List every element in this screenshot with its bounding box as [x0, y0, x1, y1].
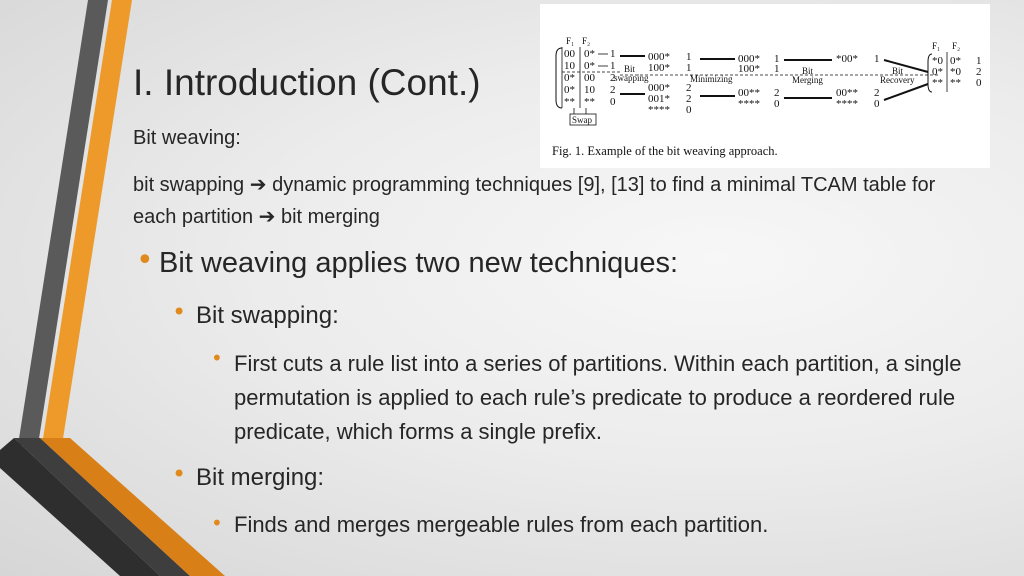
- fig-label-bit-3: Bit: [892, 66, 904, 76]
- g2-d0: 2: [686, 82, 692, 94]
- out-d-0: 1: [976, 55, 982, 67]
- in-c2-0: 0*: [584, 48, 595, 60]
- out-header-f1: F₁: [932, 41, 940, 51]
- g5-r0: *00*: [836, 53, 858, 65]
- intro-part-2: dynamic programming techniques [9], [13]…: [133, 174, 936, 228]
- in-c3-1: 1: [610, 60, 616, 72]
- g6-d0: 2: [874, 87, 880, 99]
- bullet-swapping-detail: First cuts a rule list into a series of …: [234, 351, 962, 444]
- fig-swap-label: Swap: [572, 115, 592, 125]
- out-header-f2: F₂: [952, 41, 960, 51]
- g2-r1: 001*: [648, 93, 670, 105]
- bullet-dot-icon: •: [211, 346, 223, 370]
- in-c3-4: 0: [610, 96, 616, 108]
- in-c3-0: 1: [610, 48, 616, 60]
- right-arrow-icon: ➔: [249, 172, 267, 196]
- in-c2-4: **: [584, 96, 595, 108]
- in-c2-2: 00: [584, 72, 596, 84]
- out-c2-1: *0: [950, 66, 962, 78]
- out-c1-1: 0*: [932, 66, 943, 78]
- intro-part-3: bit merging: [275, 206, 380, 228]
- out-c2-2: **: [950, 77, 961, 89]
- fig-header-f2: F₂: [582, 36, 590, 46]
- bullet-level1: Bit weaving applies two new techniques:: [159, 247, 679, 279]
- fig-label-merging: Merging: [792, 75, 823, 85]
- g1-d1: 1: [686, 62, 692, 74]
- in-c3-3: 2: [610, 84, 616, 96]
- bullet-dot-icon: •: [172, 460, 187, 488]
- in-c1-3: 0*: [564, 84, 575, 96]
- g3-r1: 100*: [738, 63, 760, 75]
- g1-d0: 1: [686, 51, 692, 63]
- g3-d1: 1: [774, 63, 780, 75]
- bullet-bit-swapping: Bit swapping:: [196, 302, 339, 329]
- out-d-1: 2: [976, 66, 982, 78]
- bullet-dot-icon: •: [136, 243, 154, 278]
- g2-r0: 000*: [648, 82, 670, 94]
- fig-header-f1: F₁: [566, 36, 574, 46]
- g6-r1: ****: [836, 98, 858, 110]
- fig-label-bit-2: Bit: [802, 66, 814, 76]
- g2-d1: 2: [686, 93, 692, 105]
- g4-r0: 00**: [738, 87, 760, 99]
- in-c3-2: 2: [610, 72, 616, 84]
- out-c1-2: **: [932, 77, 943, 89]
- g6-r0: 00**: [836, 87, 858, 99]
- bit-weaving-diagram: F₁ F₂ 00 10 0* 0* ** 0* 0* 00 10 ** 1 1 …: [555, 36, 982, 126]
- g2-r2: ****: [648, 104, 670, 116]
- out-c1-0: *0: [932, 55, 944, 67]
- g2-d2: 0: [686, 104, 692, 116]
- in-c1-2: 0*: [564, 72, 575, 84]
- out-d-2: 0: [976, 77, 982, 89]
- g3-r0: 000*: [738, 53, 760, 65]
- in-c1-0: 00: [564, 48, 576, 60]
- fig-label-minimizing: Minimizing: [690, 74, 733, 84]
- g1-r1: 100*: [648, 62, 670, 74]
- g5-d0: 1: [874, 53, 880, 65]
- bullet-bit-merging: Bit merging:: [196, 464, 325, 491]
- in-c2-1: 0*: [584, 60, 595, 72]
- slide-title: I. Introduction (Cont.): [133, 62, 481, 103]
- figure-caption: Fig. 1. Example of the bit weaving appro…: [552, 144, 778, 158]
- fig-label-recovery: Recovery: [880, 75, 915, 85]
- bullet-merging-detail: Finds and merges mergeable rules from ea…: [234, 512, 769, 537]
- g6-d1: 0: [874, 98, 880, 110]
- slide-subtitle: Bit weaving:: [133, 127, 241, 149]
- bullet-dot-icon: •: [211, 511, 223, 535]
- in-c1-4: **: [564, 96, 575, 108]
- intro-part-1: bit swapping: [133, 174, 250, 196]
- bit-weaving-figure: F₁ F₂ 00 10 0* 0* ** 0* 0* 00 10 ** 1 1 …: [540, 4, 990, 168]
- in-c2-3: 10: [584, 84, 596, 96]
- g3-d0: 1: [774, 53, 780, 65]
- g4-d1: 0: [774, 98, 780, 110]
- g1-r0: 000*: [648, 51, 670, 63]
- in-c1-1: 10: [564, 60, 576, 72]
- fig-label-bit-1: Bit: [624, 64, 636, 74]
- out-c2-0: 0*: [950, 55, 961, 67]
- fig-label-swapping: swapping: [614, 73, 649, 83]
- intro-text: bit swapping ➔ dynamic programming techn…: [133, 169, 953, 233]
- g4-d0: 2: [774, 87, 780, 99]
- bullet-dot-icon: •: [172, 298, 187, 326]
- g4-r1: ****: [738, 98, 760, 110]
- right-arrow-icon: ➔: [258, 204, 276, 228]
- input-table: 00 10 0* 0* ** 0* 0* 00 10 ** 1 1 2 2 0: [561, 47, 620, 108]
